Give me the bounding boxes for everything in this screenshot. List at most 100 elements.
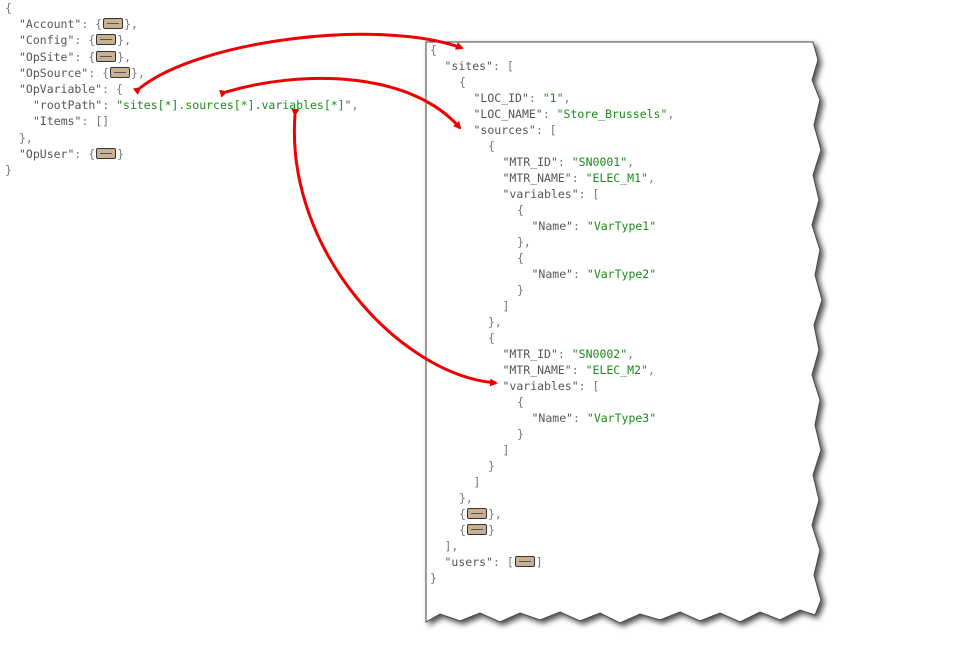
json-line: "OpSite": {}, <box>19 49 131 65</box>
json-key: "Account" <box>19 17 82 32</box>
json-key: "OpSource" <box>19 65 89 80</box>
json-line: "variables": [ <box>503 186 600 202</box>
json-line: { <box>459 74 466 90</box>
json-punctuation: : [ <box>535 123 557 137</box>
json-punctuation: } <box>430 571 437 585</box>
json-line: { <box>517 250 524 266</box>
json-key: "sources" <box>473 123 536 137</box>
json-punctuation: ], <box>444 539 459 553</box>
json-punctuation: : [ <box>492 555 514 569</box>
json-line: { <box>430 42 437 58</box>
json-line: { <box>5 0 12 16</box>
json-line: "Items": [] <box>33 113 109 129</box>
json-punctuation: } <box>117 146 125 161</box>
json-key: "Config" <box>19 33 75 48</box>
paper-sheet <box>425 41 823 624</box>
json-string-value: "SN0002" <box>571 347 628 361</box>
json-punctuation: }, <box>459 491 473 505</box>
json-key: "Items" <box>33 114 82 129</box>
json-line: "MTR_NAME": "ELEC_M2", <box>503 362 655 378</box>
json-line: { <box>488 138 495 154</box>
json-punctuation: { <box>488 139 495 153</box>
json-key: "variables" <box>502 187 579 201</box>
json-punctuation: ] <box>502 299 510 313</box>
collapsed-node-icon[interactable] <box>466 524 487 535</box>
json-line: "Name": "VarType1" <box>532 218 657 234</box>
collapsed-node-icon[interactable] <box>514 556 535 567</box>
json-punctuation: { <box>459 507 466 521</box>
json-line: }, <box>517 234 531 250</box>
json-key: "Name" <box>531 267 574 281</box>
json-punctuation: }, <box>488 315 502 329</box>
json-punctuation: : <box>571 171 586 185</box>
json-line: "LOC_ID": "1", <box>474 90 571 106</box>
json-line: "variables": [ <box>503 378 600 394</box>
json-punctuation: : <box>542 107 557 121</box>
json-key: "rootPath" <box>33 98 103 113</box>
json-punctuation: , <box>627 347 635 361</box>
json-line: "Name": "VarType2" <box>532 266 657 282</box>
json-punctuation: ] <box>473 475 481 489</box>
json-punctuation: } <box>487 523 495 537</box>
json-line: } <box>488 458 495 474</box>
json-string-value: "ELEC_M2" <box>585 363 648 377</box>
collapsed-node-icon[interactable] <box>110 66 131 78</box>
json-line: "OpSource": {}, <box>19 65 145 81</box>
json-line: "MTR_ID": "SN0002", <box>503 346 635 362</box>
json-line: { <box>517 394 524 410</box>
json-key: "MTR_NAME" <box>502 171 572 185</box>
json-line: ] <box>503 298 510 314</box>
json-punctuation: : <box>573 219 587 233</box>
collapsed-node-icon[interactable] <box>96 147 117 159</box>
json-punctuation: }, <box>117 49 132 64</box>
json-punctuation: { <box>5 1 12 15</box>
json-string-value: "SN0001" <box>571 155 628 169</box>
json-line: "LOC_NAME": "Store_Brussels", <box>474 106 675 122</box>
json-key: "OpSite" <box>19 49 75 64</box>
json-punctuation: }, <box>19 130 33 145</box>
json-punctuation: : <box>557 347 572 361</box>
json-string-value: "Store_Brussels" <box>556 107 668 121</box>
json-punctuation: : { <box>88 65 110 80</box>
json-key: "LOC_NAME" <box>473 107 543 121</box>
json-line: "Config": {}, <box>19 32 131 48</box>
json-punctuation: : { <box>74 49 96 64</box>
json-punctuation: { <box>517 395 524 409</box>
json-line: }, <box>459 490 473 506</box>
json-line: { <box>488 330 495 346</box>
json-key: "sites" <box>444 59 493 73</box>
collapsed-node-icon[interactable] <box>96 34 117 46</box>
json-key: "Name" <box>531 411 574 425</box>
json-punctuation: }, <box>117 33 132 48</box>
json-key: "users" <box>444 555 493 569</box>
json-punctuation: : <box>571 363 586 377</box>
json-line: "MTR_NAME": "ELEC_M1", <box>503 170 655 186</box>
json-line: "Account": {}, <box>19 16 138 32</box>
collapsed-node-icon[interactable] <box>466 508 487 519</box>
json-string-value: "VarType3" <box>586 411 657 425</box>
json-key: "MTR_ID" <box>502 155 558 169</box>
json-key: "OpVariable" <box>19 82 103 96</box>
json-line: "sites": [ <box>445 58 514 74</box>
json-punctuation: }, <box>131 65 145 80</box>
json-line: {} <box>459 522 495 538</box>
json-line: } <box>517 282 524 298</box>
json-punctuation: { <box>459 75 466 89</box>
json-punctuation: ] <box>502 443 510 457</box>
json-line: "Name": "VarType3" <box>532 410 657 426</box>
json-punctuation: }, <box>487 507 502 521</box>
json-line: "OpUser": {} <box>19 146 124 162</box>
collapsed-node-icon[interactable] <box>103 18 124 30</box>
json-punctuation: } <box>488 459 495 473</box>
json-punctuation: : { <box>74 33 96 48</box>
json-punctuation: : <box>573 411 587 425</box>
json-key: "OpUser" <box>19 146 75 161</box>
json-punctuation: , <box>667 107 675 121</box>
json-punctuation: { <box>517 203 524 217</box>
json-key: "MTR_ID" <box>502 347 558 361</box>
json-punctuation: { <box>459 523 466 537</box>
collapsed-node-icon[interactable] <box>96 50 117 62</box>
json-string-value: "VarType1" <box>586 219 657 233</box>
json-punctuation: }, <box>124 17 138 32</box>
